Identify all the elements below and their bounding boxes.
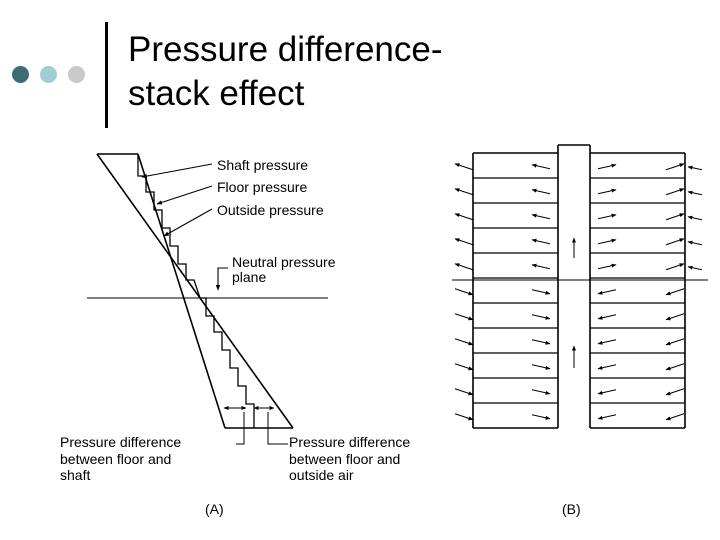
airflow-arrow [531,188,551,195]
label-floor-pressure: Floor pressure [217,179,307,195]
airflow-arrow [454,363,474,371]
airflow-arrow [687,240,703,246]
floor-pressure-staircase [137,154,255,428]
airflow-arrow [531,364,551,370]
airflow-arrow [454,413,474,421]
airflow-arrow [531,339,551,345]
label-neutral-plane-1: Neutral pressure [232,254,336,270]
airflow-arrow [531,314,551,320]
airflow-arrow [454,388,474,396]
airflow-arrow [665,388,685,396]
label-diff-floor-outside-1: Pressure difference [289,434,410,450]
airflow-arrow [597,414,617,420]
airflow-arrow [597,213,617,220]
airflow-arrow [597,389,617,395]
outside-pressure-leader [163,208,213,237]
label-neutral-plane-2: plane [232,269,266,285]
airflow-arrow [597,163,617,170]
airflow-arrow [665,338,685,346]
diff-floor-shaft-leader [236,412,245,445]
airflow-arrow [531,163,551,170]
airflow-arrow [687,165,703,171]
diagram-a-labels: Shaft pressure Floor pressure Outside pr… [60,157,410,517]
airflow-arrow [687,215,703,221]
airflow-arrow [454,188,474,196]
title-line-1: Pressure difference- [128,30,443,69]
airflow-arrow [665,313,685,321]
airflow-arrow [687,190,703,196]
dot-dark [12,66,29,83]
airflow-arrow [597,238,617,245]
airflow-arrow [454,263,474,271]
airflow-arrow [454,213,474,221]
diagram-b [452,144,708,429]
shaft-pressure-line [137,153,226,429]
diff-floor-outside-leader [267,412,288,445]
dot-teal [40,66,57,83]
label-shaft-pressure: Shaft pressure [217,157,308,173]
label-diff-floor-shaft-1: Pressure difference [60,434,181,450]
airflow-arrow [665,163,685,171]
label-diff-floor-shaft-2: between floor and [60,451,171,467]
airflow-arrow [665,263,685,271]
decorative-dots [12,66,92,84]
shaft-pressure-leader [141,163,213,179]
airflow-arrow [454,288,474,296]
label-outside-pressure: Outside pressure [217,202,324,218]
label-diff-floor-outside-3: outside air [289,467,354,483]
title-line-2: stack effect [128,74,305,113]
airflow-arrow [531,289,551,295]
airflow-arrow [597,364,617,370]
airflow-arrow [454,313,474,321]
outside-pressure-line [96,153,294,429]
airflow-arrow [531,263,551,270]
label-diff-floor-shaft-3: shaft [60,467,90,483]
airflow-arrow [531,414,551,420]
title-divider [105,22,108,128]
dot-grey [68,66,85,83]
airflow-arrow [454,163,474,171]
neutral-plane-leader [215,267,228,291]
airflow-arrow [531,238,551,245]
diagram-a [87,153,328,445]
airflow-arrow [531,389,551,395]
airflow-arrow [665,238,685,246]
airflow-arrow [665,213,685,221]
caption-a: (A) [205,501,224,517]
airflow-arrow [597,188,617,195]
airflow-arrow [531,213,551,220]
airflow-arrow [665,363,685,371]
caption-b: (B) [562,501,581,517]
airflow-arrow [665,413,685,421]
airflow-arrow [597,263,617,270]
label-diff-floor-outside-2: between floor and [289,451,400,467]
airflow-arrow [597,289,617,295]
airflow-arrow [597,339,617,345]
airflow-arrow [665,288,685,296]
airflow-arrow [454,238,474,246]
airflow-arrow [665,188,685,196]
slide-title: Pressure difference- stack effect [128,28,443,116]
airflow-arrow [687,265,703,271]
airflow-arrow [597,314,617,320]
airflow-arrow [454,338,474,346]
floor-pressure-leader [156,185,213,205]
